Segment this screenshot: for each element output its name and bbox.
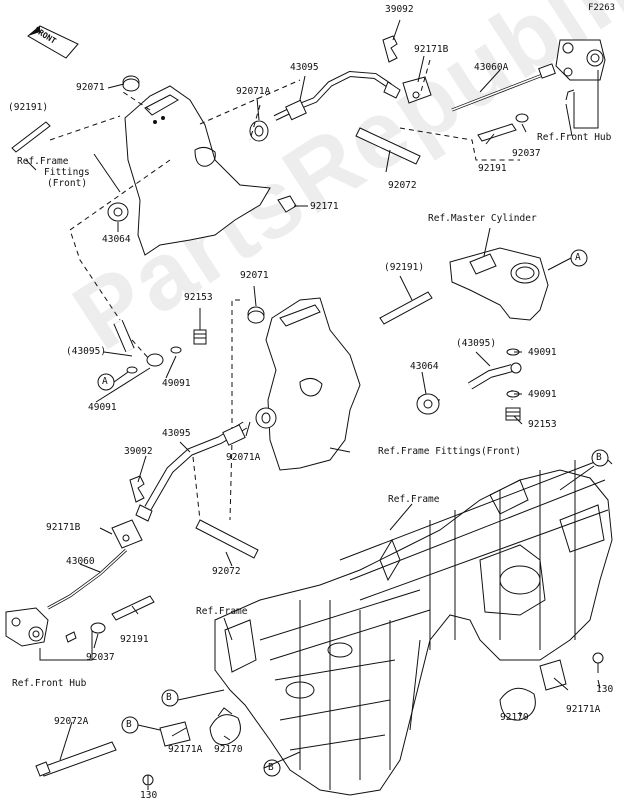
label-92191-mid: (92191) [384,262,425,273]
label-92072-top: 92072 [388,180,417,191]
label-43064-top: 43064 [102,234,131,245]
line-43060 [47,548,128,610]
label-39092-mid: 39092 [124,446,153,457]
label-92171A-right: 92171A [566,704,601,715]
tube-92191-top-left [11,121,51,153]
label-92191-low: 92191 [120,634,149,645]
label-39092-top: 39092 [385,4,414,15]
washers-right [505,348,521,421]
tie-92072-mid [195,519,259,559]
bracket-92171B-mid [111,519,143,549]
grommet-92071-mid [247,306,265,324]
leader-lines [25,19,613,790]
diagram-code: F2263 [588,3,616,13]
frame-fitting-middle [265,297,361,471]
label-92191-top-right: 92191 [478,163,507,174]
grommet-43064-top [107,202,129,222]
frame-fitting-upper [124,85,271,256]
label-92072-mid: 92072 [212,566,241,577]
label-92191-top-left: (92191) [8,102,49,113]
label-92072A: 92072A [54,716,89,727]
bracket-92171B-top [402,76,432,104]
clamp-92170-bottom [209,707,241,746]
label-92037-low: 92037 [86,652,115,663]
label-callout-b-bottom-left: B [126,719,132,730]
label-callout-b-bottom-mid: B [268,762,274,773]
label-92071A-top: 92071A [236,86,271,97]
callout-circle-b-low [161,689,179,707]
bleeder-92037-top [565,89,575,101]
main-frame [214,459,613,796]
dashed-routing [49,59,520,521]
label-ref-frame-low: Ref.Frame [196,606,248,617]
label-49091-left-a: 49091 [162,378,191,389]
label-43095-top: 43095 [290,62,319,73]
label-49091-left-b: 49091 [88,402,117,413]
bolt-130-right [592,652,604,673]
label-ref-frame-mid: Ref.Frame [388,494,440,505]
label-43095-left: (43095) [66,346,107,357]
grommet-92071-top [122,75,140,92]
hose-43095-left [113,320,207,374]
bleeder-92037-low [65,622,106,643]
label-callout-b-low: B [166,692,172,703]
label-92170-right: 92170 [500,712,529,723]
hose-43095-right [467,362,522,390]
leader-front-hub-low [39,628,93,661]
label-43095-right: (43095) [456,338,497,349]
clamp-92171 [277,195,297,213]
label-92153-left: 92153 [184,292,213,303]
label-callout-a-top: A [575,252,581,263]
label-92071-mid: 92071 [240,270,269,281]
leader-front-hub-top [573,70,599,129]
label-43060: 43060 [66,556,95,567]
label-ref-frame-fittings-a: Ref.Frame [17,156,69,167]
label-callout-a-left: A [102,376,108,387]
label-ref-frame-fittings-long: Ref.Frame Fittings(Front) [378,446,521,457]
label-ref-frame-fittings-c: (Front) [47,178,88,189]
master-cylinder [449,247,549,321]
label-ref-front-hub-low: Ref.Front Hub [12,678,87,689]
label-92171B-mid: 92171B [46,522,81,533]
tube-92191-mid [379,291,433,325]
callout-circle-b-right [591,449,609,467]
label-43095-mid: 43095 [162,428,191,439]
label-92071A-mid: 92071A [226,452,261,463]
clamp-92170-right [499,687,536,721]
caliper-top-right [555,39,606,81]
label-92171B-top: 92171B [414,44,449,55]
label-130-right: 130 [596,684,614,695]
label-92171A-bottom: 92171A [168,744,203,755]
tube-92191-top-right [477,113,529,142]
tie-92072A [35,741,117,777]
clip-39092-top [382,35,398,63]
label-92071-top: 92071 [76,82,105,93]
grommet-92071A-mid [255,407,277,429]
label-43064-mid: 43064 [410,361,439,372]
front-arrow-icon [27,25,79,59]
tie-92072-top [355,127,421,165]
bolt-130-bottom [142,774,154,786]
label-callout-b-right: B [596,452,602,463]
label-92153-right: 92153 [528,419,557,430]
line-43060A [451,63,556,112]
hose-43095-top [273,70,401,121]
label-49091-right-top: 49091 [528,347,557,358]
grommet-43064-mid [416,393,440,415]
caliper-lower-left [5,607,49,647]
label-92170-bottom: 92170 [214,744,243,755]
label-130-bottom: 130 [140,790,158,800]
label-49091-right-bot: 49091 [528,389,557,400]
label-ref-front-hub-top: Ref.Front Hub [537,132,612,143]
label-92171: 92171 [310,201,339,212]
label-43060A: 43060A [474,62,509,73]
clip-39092-mid [129,475,145,503]
hose-43095-mid [135,421,248,522]
label-ref-frame-fittings-b: Fittings [44,167,90,178]
label-92037-top: 92037 [512,148,541,159]
label-ref-master-cylinder: Ref.Master Cylinder [428,213,537,224]
